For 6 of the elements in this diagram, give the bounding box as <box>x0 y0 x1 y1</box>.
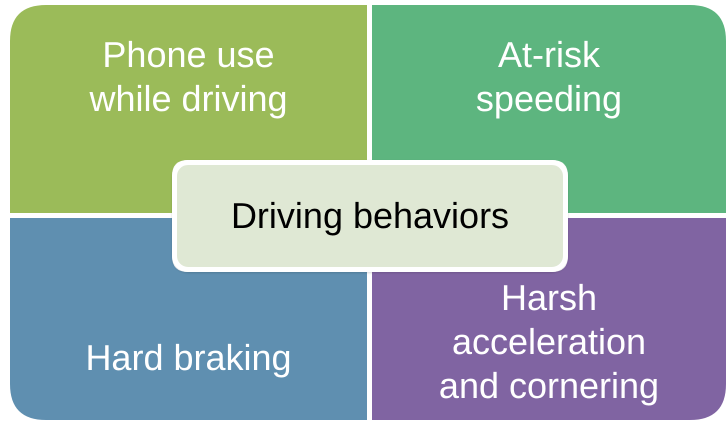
category-label: At-risk speeding <box>474 33 624 121</box>
category-label: Harsh acceleration and cornering <box>438 276 660 408</box>
center-box <box>172 160 568 272</box>
category-label: Hard braking <box>85 336 292 380</box>
category-label: Phone use while driving <box>88 33 289 121</box>
center-label: Driving behaviors <box>230 195 510 237</box>
